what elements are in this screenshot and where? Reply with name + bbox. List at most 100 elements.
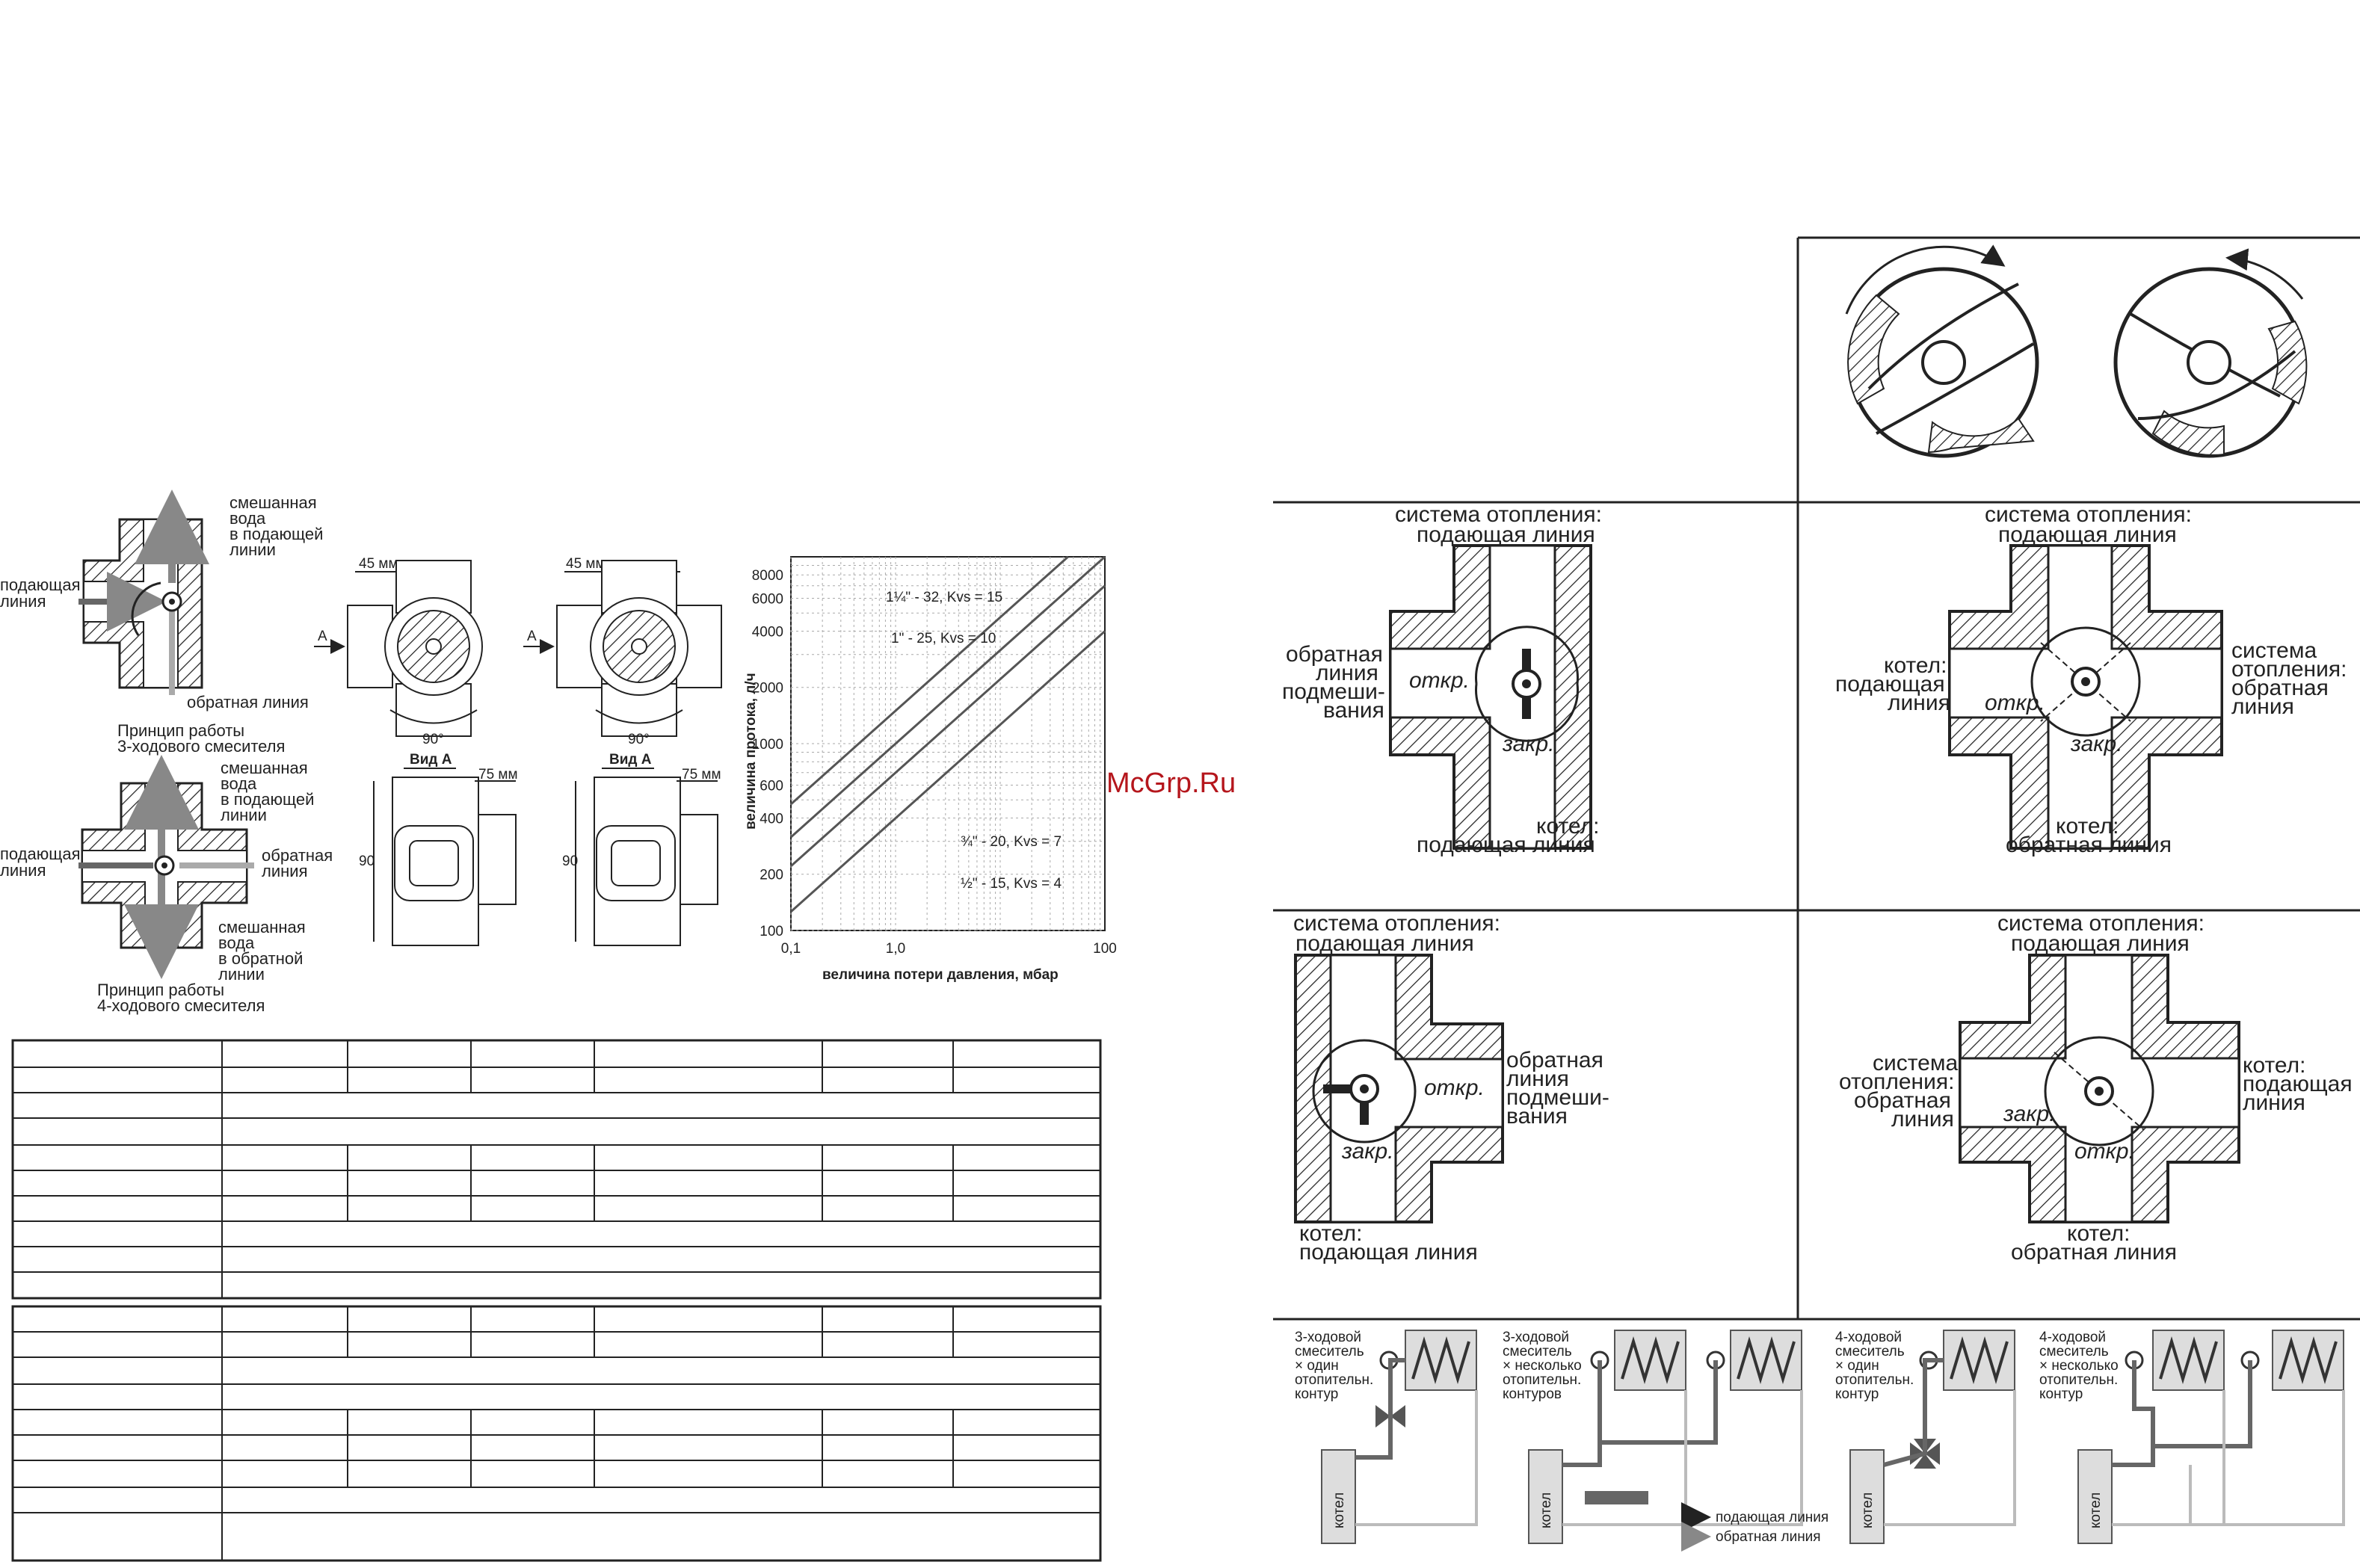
v2-bottom-l1: котел: [2056,814,2119,839]
s3-boiler-label: котел [1860,1493,1876,1528]
p3-caption-l1: Принцип работы [117,721,244,740]
s1-boiler-label: котел [1331,1493,1347,1528]
v1-left-l1: обратная [1286,642,1383,667]
scheme-legend: подающая линия обратная линия [1681,1502,1828,1552]
chart-series-label-1: 1¼" - 32, Kvs = 15 [886,590,1002,605]
p4-bottom-label-l1: смешанная [218,918,306,936]
rotor-clockwise-icon [1845,244,2039,458]
p4-right-label-l2: линия [262,862,307,880]
s1-l5: контур [1295,1386,1338,1402]
p3-bottom-label: обратная линия [187,693,309,712]
chart-y-tick-label: 600 [760,778,783,794]
scheme-3way-multi: 3-ходовой смеситель × несколько отопител… [1503,1330,1803,1544]
principle-4way-diagram: подающая линия смешанная вода в подающей… [0,755,333,1015]
chart-x-axis-label: величина потери давления, мбар [822,967,1059,983]
p3-top-label-l3: в подающей [229,525,323,543]
v1-bottom-l1: котел: [1536,814,1599,839]
scheme-4way-single: 4-ходовой смеситель × один отопительн. к… [1835,1330,2016,1544]
p4-bottom-label-l3: в обратной [218,949,303,968]
v1-left-l4: вания [1323,698,1384,723]
s2-boiler-label: котел [1538,1493,1554,1528]
v2-bottom-l2: обратная линия [2006,833,2172,857]
spec-table-2 [11,1305,1102,1562]
s2-l1: 3-ходовой [1503,1330,1569,1345]
spec-table-1 [11,1039,1102,1300]
s1-l2: смеситель [1295,1344,1364,1359]
view-a-label: Вид А [410,752,452,768]
p4-top-label-l3: в подающей [221,790,314,809]
s4-l3: × несколько [2039,1358,2119,1374]
s2-l2: смеситель [1503,1344,1572,1359]
chart-series-label-3: ¾" - 20, Kvs = 7 [961,834,1062,850]
chart-series-label-4: ½" - 15, Kvs = 4 [961,876,1062,892]
arrow-a-label: A [318,629,327,644]
dim-75mm-label-2: 75 мм [682,767,721,783]
p4-caption-l2: 4-ходового смесителя [97,996,265,1015]
v4-bottom-l1: котел: [2067,1221,2130,1246]
s2-l5: контуров [1503,1386,1562,1402]
v2-right-l1: система [2231,638,2317,663]
chart-x-tick-label: 1,0 [886,941,905,957]
v3-bottom-l2: подающая линия [1299,1240,1478,1265]
p3-top-label-l1: смешанная [229,493,317,512]
v1-closed-label: закр. [1502,732,1554,756]
s4-l2: смеситель [2039,1344,2109,1359]
v1-open-label: откр. [1409,668,1470,693]
chart-series-line-4 [790,630,1106,913]
v3-bottom-l1: котел: [1299,1221,1362,1246]
v4-closed-label: закр. [2003,1102,2055,1126]
chart-x-tick-label: 100 [1093,941,1117,957]
s1-l1: 3-ходовой [1295,1330,1361,1345]
v4-top-l1: система отопления: [1997,911,2205,936]
s2-l4: отопительн. [1503,1372,1581,1388]
s2-l3: × несколько [1503,1358,1582,1374]
v2-right-l4: линия [2231,694,2294,719]
valve-diagram-3way-mirrored: система отопления: подающая линия обратн… [1293,911,1609,1265]
dim-90-label-2: 90 [562,854,578,869]
v3-closed-label: закр. [1341,1139,1393,1164]
chart-y-tick-label: 4000 [752,624,783,640]
p4-right-label-l1: обратная [262,846,333,865]
v4-right-l3: линия [2243,1090,2305,1115]
valve-diagram-4way-right: система отопления: подающая линия котел:… [1835,502,2347,857]
v2-left-l1: котел: [1884,653,1947,678]
v1-left-l3: подмеши- [1282,679,1385,704]
p3-left-label-l2: линия [0,592,46,611]
p4-top-label-l4: линии [221,806,267,824]
v1-left-l2: линия [1316,661,1378,685]
arrow-a-label-2: A [527,629,537,644]
s3-l4: отопительн. [1835,1372,1914,1388]
dim-90-label: 90 [359,854,375,869]
v2-right-l3: обратная [2231,676,2329,700]
chart-y-tick-label: 200 [760,868,783,883]
v3-open-label: откр. [1424,1075,1485,1100]
v3-right-l3: подмеши- [1506,1085,1609,1110]
rotor-counterclockwise-icon [2113,248,2308,458]
s3-l2: смеситель [1835,1344,1905,1359]
v3-right-l4: вания [1506,1104,1568,1129]
v4-right-l1: котел: [2243,1053,2305,1078]
v2-open-label: откр. [1985,691,2045,715]
valve-diagram-3way-right: система отопления: подающая линия обратн… [1282,502,1602,857]
legend-return: обратная линия [1716,1529,1821,1545]
chart-series [790,555,1106,913]
p4-left-label-l2: линия [0,861,46,880]
s3-l5: контур [1835,1386,1879,1402]
watermark: McGrp.Ru [1106,768,1236,799]
p4-bottom-label-l4: линии [218,965,265,984]
right-panel-grid [1273,236,2360,1321]
v3-right-l2: линия [1506,1067,1569,1091]
chart-y-axis-label: величина протока, л/ч [743,673,759,830]
chart-series-label-2: 1" - 25, Kvs = 10 [891,631,996,646]
dim-45mm-label-2: 45 мм [566,556,606,572]
p4-caption-l1: Принцип работы [97,981,224,999]
principle-3way-diagram: подающая линия смешанная вода в подающей… [0,490,323,756]
v3-top-l2: подающая линия [1295,931,1474,956]
s4-boiler-label: котел [2088,1493,2104,1528]
v4-right-l2: подающая [2243,1072,2353,1096]
v4-left-l2: отопления: [1839,1069,1954,1094]
p4-bottom-label-l2: вода [218,933,255,952]
p4-top-label-l1: смешанная [221,759,308,777]
